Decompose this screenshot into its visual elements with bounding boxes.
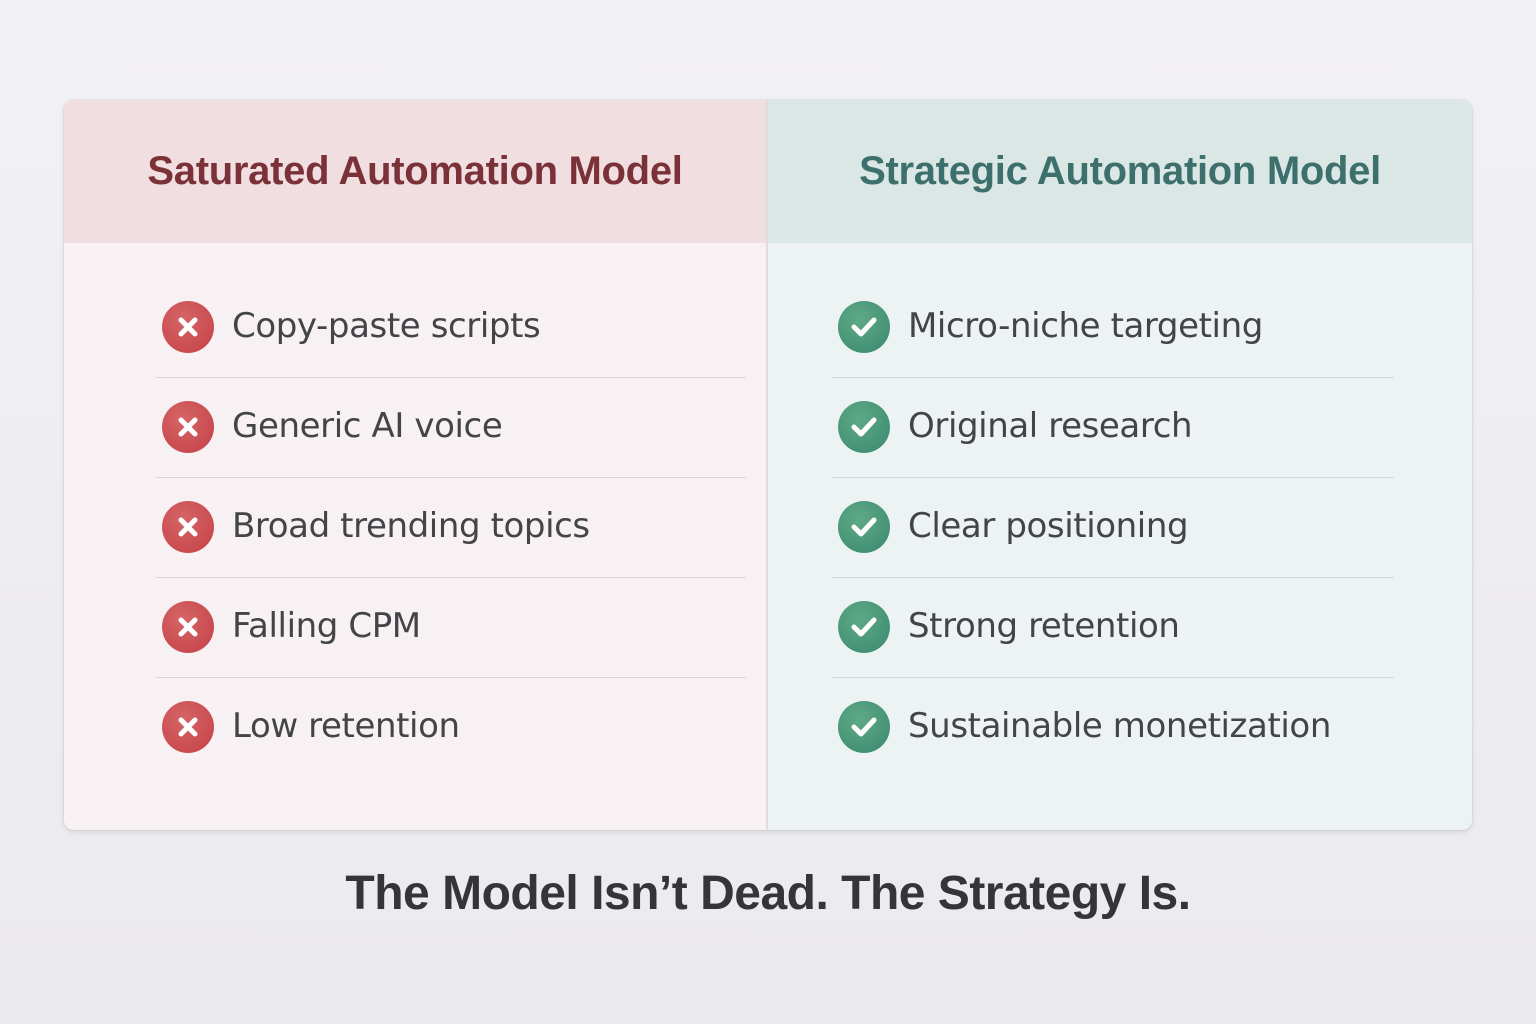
saturated-model-column: Saturated Automation Model Copy-paste sc… [64, 100, 768, 830]
x-circle-icon [162, 601, 214, 653]
check-circle-icon [838, 701, 890, 753]
divider [156, 476, 746, 478]
x-circle-icon [162, 301, 214, 353]
divider [832, 476, 1394, 478]
list-item: Sustainable monetization [832, 678, 1394, 778]
divider [156, 676, 746, 678]
list-item-label: Original research [908, 406, 1193, 446]
saturated-model-list: Copy-paste scripts Generic AI voice Broa… [156, 278, 746, 778]
divider [156, 376, 746, 378]
tagline: The Model Isn’t Dead. The Strategy Is. [345, 867, 1191, 920]
list-item-label: Broad trending topics [232, 506, 590, 546]
check-circle-icon [838, 401, 890, 453]
list-item: Clear positioning [832, 478, 1394, 578]
list-item-label: Copy-paste scripts [232, 306, 541, 346]
list-item: Falling CPM [156, 578, 746, 678]
comparison-card: Saturated Automation Model Copy-paste sc… [64, 100, 1472, 830]
list-item-label: Sustainable monetization [908, 706, 1331, 746]
list-item-label: Falling CPM [232, 606, 421, 646]
check-circle-icon [838, 501, 890, 553]
check-circle-icon [838, 301, 890, 353]
list-item: Copy-paste scripts [156, 278, 746, 378]
list-item-label: Micro-niche targeting [908, 306, 1263, 346]
x-circle-icon [162, 401, 214, 453]
list-item-label: Low retention [232, 706, 460, 746]
divider [832, 376, 1394, 378]
list-item: Low retention [156, 678, 746, 778]
x-circle-icon [162, 701, 214, 753]
list-item: Generic AI voice [156, 378, 746, 478]
divider [832, 576, 1394, 578]
list-item: Micro-niche targeting [832, 278, 1394, 378]
list-item-label: Strong retention [908, 606, 1180, 646]
list-item: Broad trending topics [156, 478, 746, 578]
strategic-model-column: Strategic Automation Model Micro-niche t… [768, 100, 1472, 830]
strategic-model-title: Strategic Automation Model [768, 100, 1472, 243]
strategic-model-list: Micro-niche targeting Original research … [832, 278, 1394, 778]
list-item: Strong retention [832, 578, 1394, 678]
divider [832, 676, 1394, 678]
saturated-model-title: Saturated Automation Model [64, 100, 766, 243]
list-item-label: Generic AI voice [232, 406, 503, 446]
list-item-label: Clear positioning [908, 506, 1189, 546]
divider [156, 576, 746, 578]
list-item: Original research [832, 378, 1394, 478]
x-circle-icon [162, 501, 214, 553]
check-circle-icon [838, 601, 890, 653]
